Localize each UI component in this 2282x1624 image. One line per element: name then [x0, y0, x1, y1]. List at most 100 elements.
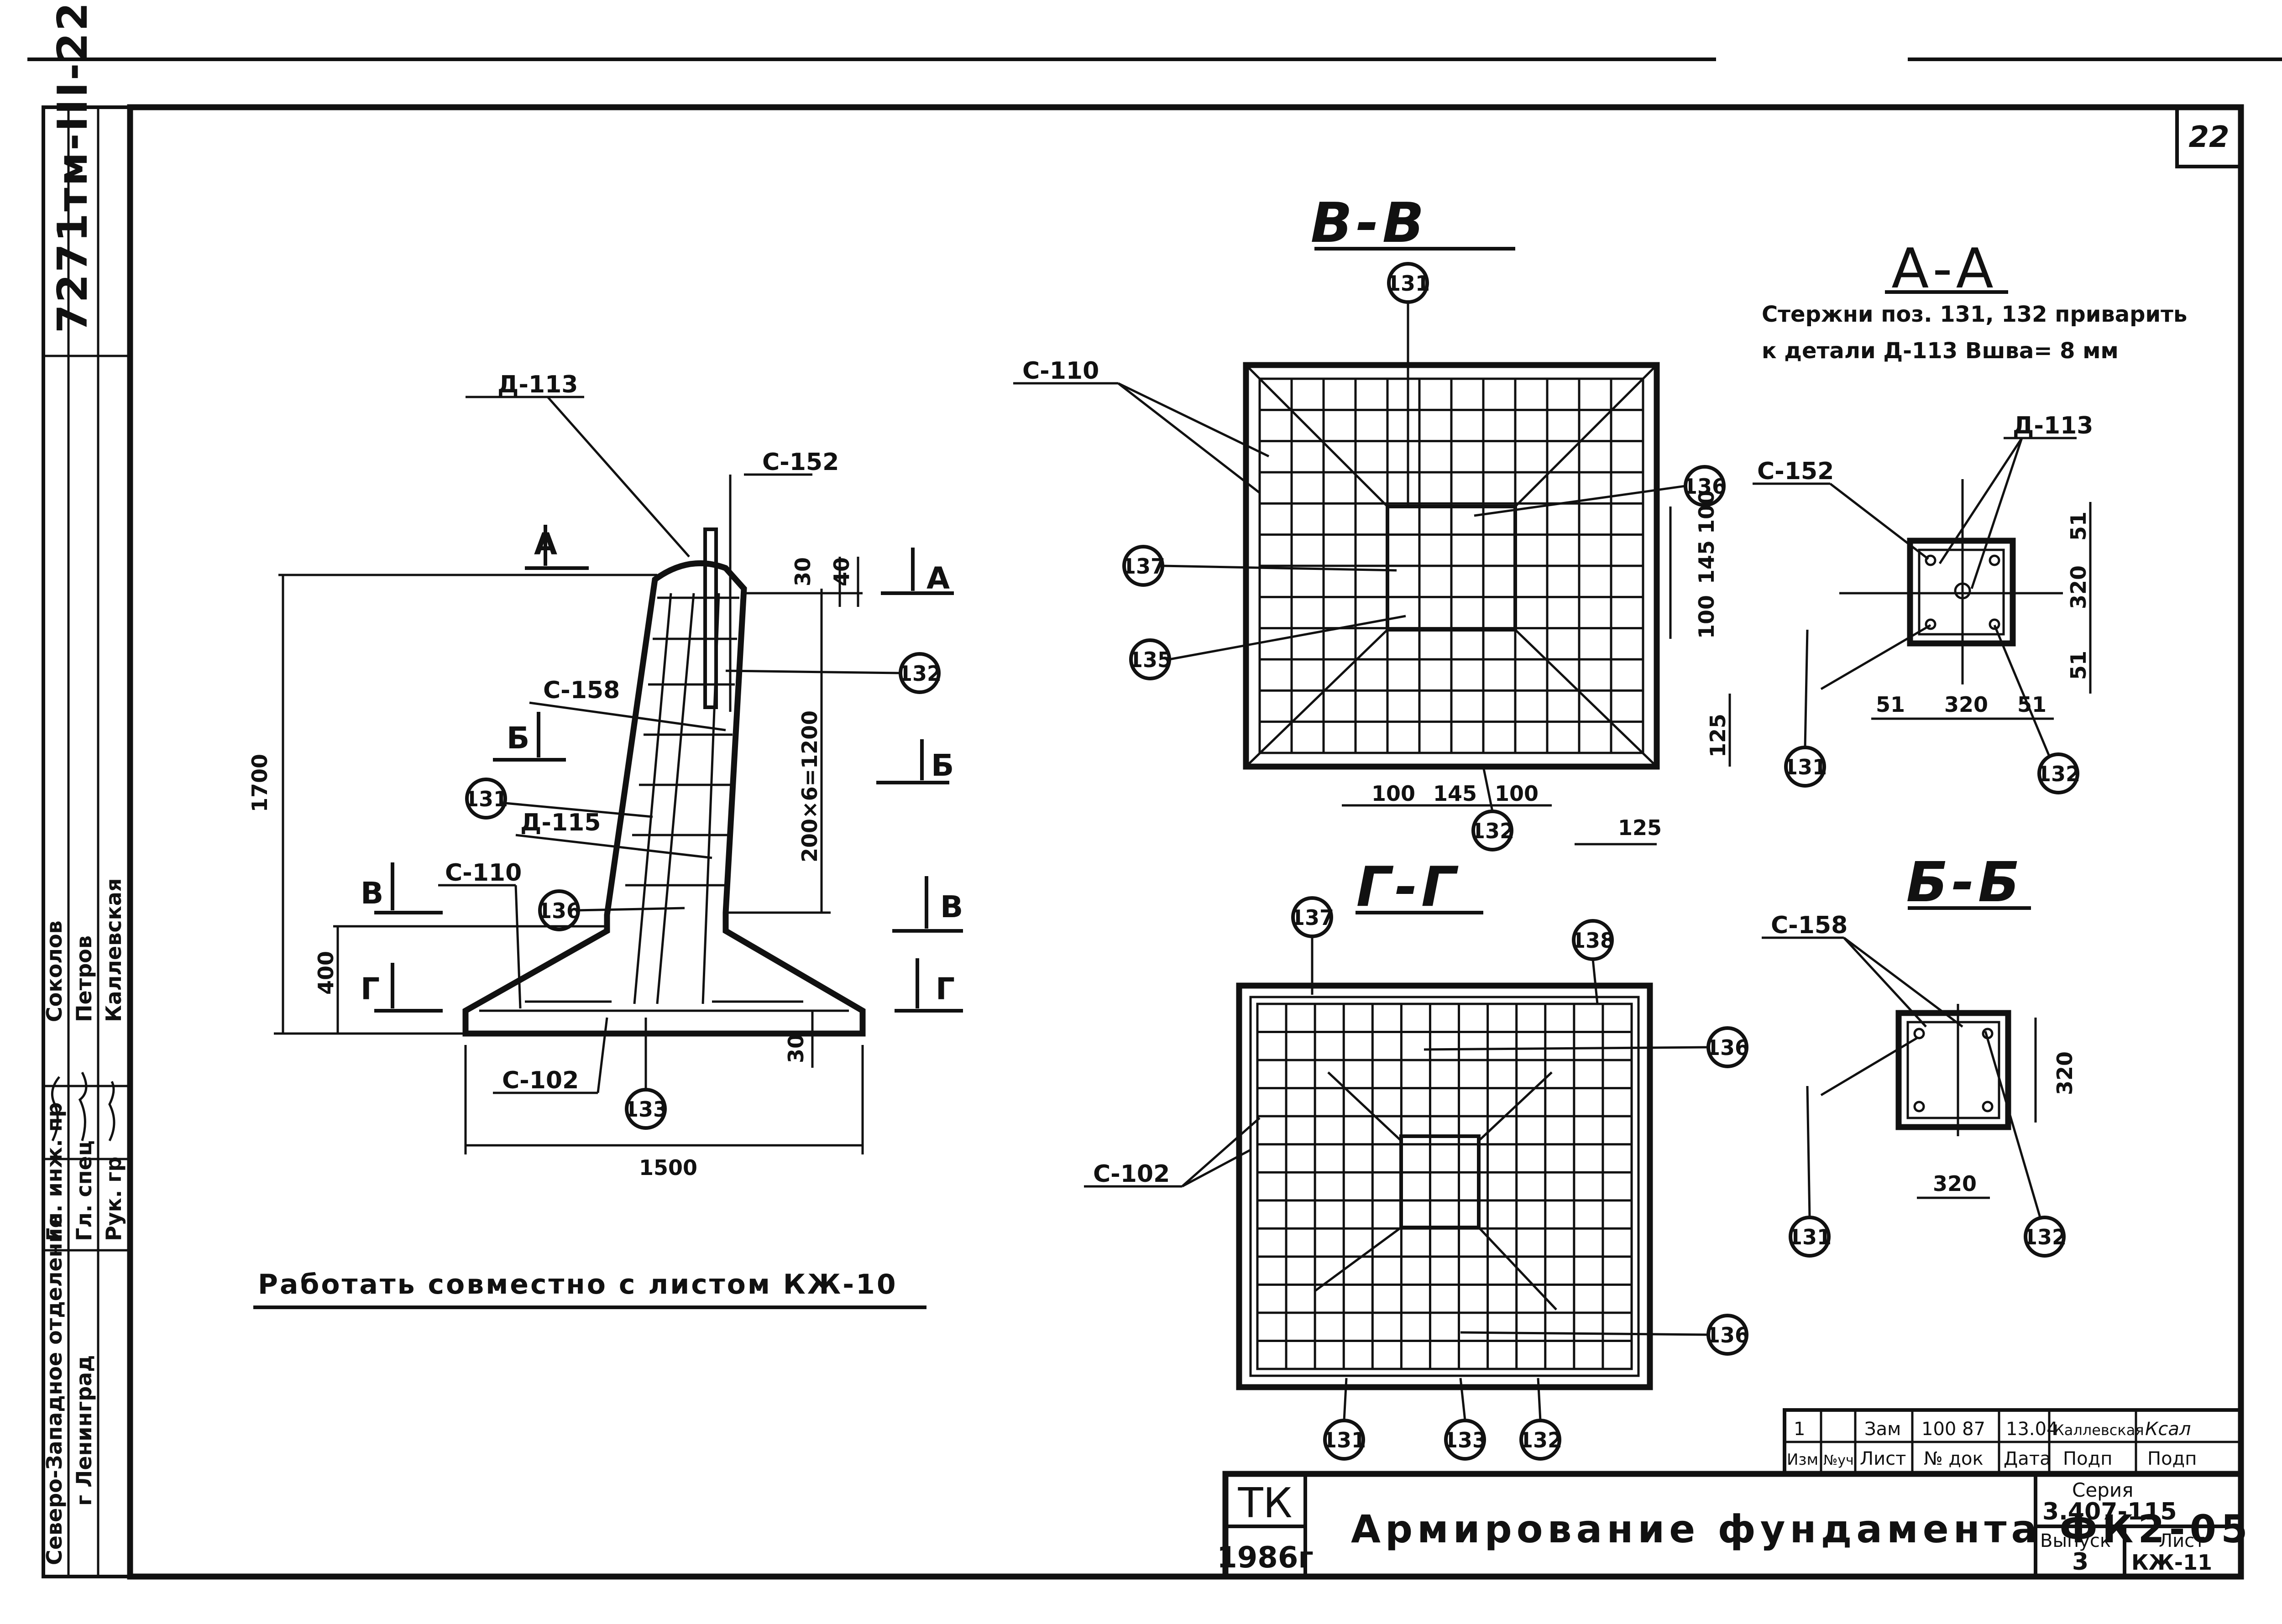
side-stamp: 7271тм-III-22 Северо-Западное отделение …: [42, 0, 132, 1578]
bb-dim-100a: 100: [1371, 781, 1415, 806]
gg-callout-138: 138: [1571, 928, 1615, 953]
gg-callout-136a: 136: [1706, 1035, 1749, 1060]
aa-dim-51b: 51: [2017, 692, 2046, 717]
cut-a-left: А: [534, 527, 557, 562]
rev-head-5: Дата: [2004, 1448, 2051, 1469]
rev-cell-5: 13.04: [2006, 1419, 2058, 1440]
rev-head-3: Лист: [1860, 1448, 1906, 1469]
org-line2: г Ленинград: [72, 1355, 96, 1506]
label-c102: С-102: [502, 1067, 579, 1094]
cut-a-right: А: [926, 561, 950, 596]
bb-callout-137: 137: [1121, 554, 1165, 579]
name-2: Петров: [72, 935, 96, 1022]
rev-head-2: №уч: [1823, 1452, 1854, 1468]
gg-callout-137: 137: [1290, 905, 1334, 930]
tb-sheet-label: Лист: [2159, 1530, 2205, 1551]
page-number-box: [2175, 105, 2243, 168]
work-note: Работать совместно с листом КЖ-10: [258, 1269, 898, 1300]
rev-cell-7: Кcaл: [2145, 1419, 2191, 1440]
doc-code: 7271тм-III-22: [49, 0, 97, 333]
label-c152: С-152: [762, 449, 839, 476]
tb-issue-label: Выпуск: [2040, 1530, 2111, 1551]
section-gg-title: Г-Г: [1356, 856, 1460, 919]
aa-vdim-51b: 51: [2066, 651, 2091, 680]
bb2-callout-131: 131: [1788, 1225, 1832, 1249]
signatures: [51, 1071, 115, 1142]
org-line1: Северо-Западное отделение: [42, 1214, 67, 1565]
role-3: Рук. гр: [101, 1157, 126, 1241]
rev-cell-3: Зам: [1864, 1419, 1901, 1440]
bb-dim-125: 125: [1618, 815, 1662, 840]
aa-dim-51a: 51: [1876, 692, 1905, 717]
bb-callout-135: 135: [1128, 648, 1172, 672]
section-bb: В-В С-110 131 136 137 135 132 100 145 10…: [1013, 192, 1731, 851]
gg-callout-136b: 136: [1706, 1323, 1749, 1347]
gg-callout-131: 131: [1322, 1428, 1366, 1452]
rev-cell-1: 1: [1794, 1419, 1805, 1440]
aa-label-d113: Д-113: [2013, 412, 2093, 439]
callout-133: 133: [624, 1097, 668, 1122]
aa-dim-320: 320: [1944, 692, 1988, 717]
callout-132: 132: [898, 661, 942, 686]
dim-1500: 1500: [639, 1155, 697, 1180]
cut-v-right: В: [940, 889, 963, 924]
dim-30: 30: [790, 557, 815, 586]
bb-dim-145: 145: [1433, 781, 1477, 806]
tb-year: 1986г: [1217, 1541, 1314, 1575]
aa-note-line2: к детали Д-113 Bшва= 8 мм: [1762, 338, 2119, 364]
name-1: Соколов: [42, 920, 67, 1022]
aa-vdim-51a: 51: [2066, 512, 2091, 541]
role-1: Гл. инж. пр: [42, 1102, 67, 1241]
rev-cell-4: 100 87: [1921, 1419, 1985, 1440]
bb-vdim-145: 145: [1694, 540, 1719, 584]
rev-cell-6: Каллевская: [2054, 1421, 2144, 1439]
bb-callout-132: 132: [1471, 819, 1514, 843]
bb2-label-c158: С-158: [1771, 912, 1848, 939]
name-3: Каллевская: [101, 878, 126, 1022]
bb-vdim-100a: 100: [1694, 490, 1719, 534]
tb-sheet-no: КЖ-11: [2131, 1550, 2212, 1575]
rev-head-4: № док: [1924, 1448, 1984, 1469]
revision-table: 1 Зам 100 87 13.04 Каллевская Кcaл Изм. …: [1783, 1408, 2243, 1476]
cut-b-left: Б: [507, 721, 529, 756]
cut-v-left: В: [361, 876, 383, 911]
section-gg: Г-Г С-102 137 138 136 136 131 133: [1084, 856, 1749, 1461]
section-aa: А-А Стержни поз. 131, 132 приварить к де…: [1753, 237, 2187, 794]
elevation-view: 1700 400 1500 200×6=1200 30 40 30 Д-113 …: [247, 371, 963, 1180]
dim-400: 400: [314, 951, 338, 995]
title-block: ТК 1986г Армирование фундамента ФК2-05 С…: [1217, 1471, 2248, 1580]
cut-g-right: Г: [936, 971, 955, 1007]
bb2-callout-132: 132: [2023, 1225, 2067, 1249]
drawing-frame: [127, 104, 2244, 1580]
gg-callout-133: 133: [1443, 1428, 1487, 1452]
gg-label-c102: С-102: [1093, 1160, 1170, 1188]
tb-tk: ТК: [1238, 1479, 1293, 1527]
rev-head-7: Подп: [2147, 1448, 2197, 1469]
section-bb2: Б-Б С-158 131 132 320 320: [1762, 851, 2077, 1258]
callout-136: 136: [537, 898, 581, 923]
label-d113: Д-113: [497, 371, 578, 398]
tb-series: 3.407-115: [2042, 1498, 2177, 1525]
section-aa-title: А-А: [1891, 237, 1997, 301]
bb-label-c110: С-110: [1022, 357, 1099, 385]
tb-issue: 3: [2072, 1548, 2088, 1576]
rev-head-6: Подп: [2063, 1448, 2112, 1469]
aa-vdim-320: 320: [2066, 565, 2091, 609]
role-2: Гл. спец: [72, 1140, 96, 1241]
gg-callout-132: 132: [1518, 1428, 1562, 1452]
tb-series-label: Серия: [2072, 1479, 2133, 1501]
bb-callout-136: 136: [1683, 474, 1727, 499]
callout-131: 131: [464, 787, 508, 811]
aa-callout-132: 132: [2036, 762, 2080, 786]
bb-dim-100b: 100: [1495, 781, 1539, 806]
dim-1700: 1700: [247, 754, 272, 812]
aa-label-c152: С-152: [1757, 458, 1834, 485]
bb-vdim-100b: 100: [1694, 595, 1719, 639]
dim-step: 200×6=1200: [797, 710, 822, 862]
bb2-vdim-320: 320: [2052, 1051, 2077, 1095]
section-bb-title: В-В: [1311, 192, 1428, 255]
cut-b-right: Б: [931, 748, 954, 783]
page-number: 22: [2188, 120, 2229, 154]
label-d115: Д-115: [520, 809, 601, 836]
